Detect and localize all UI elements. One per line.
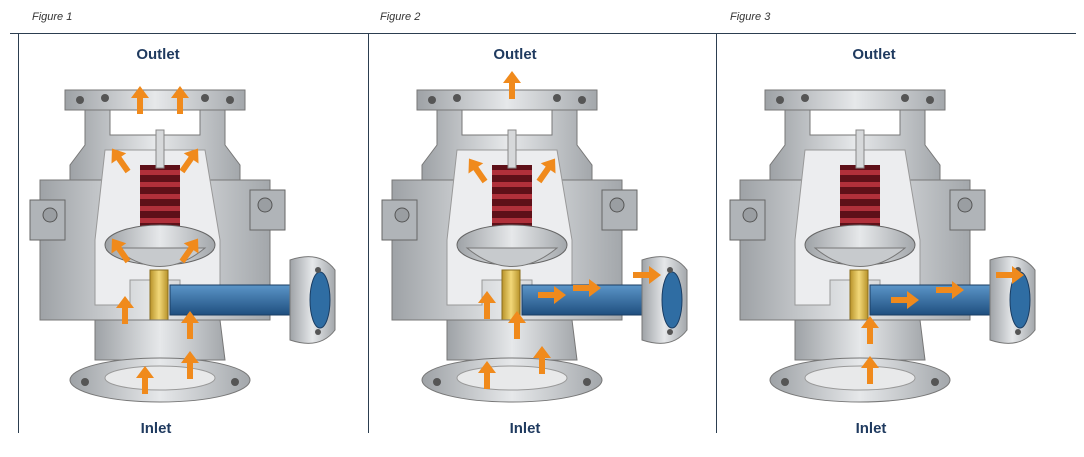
figure-2-caption: Figure 2 bbox=[380, 11, 421, 23]
figure-1-inlet-label: Inlet bbox=[140, 420, 172, 437]
figure-2-inlet-label: Inlet bbox=[509, 420, 541, 437]
divider-1 bbox=[368, 33, 369, 433]
figure-1-caption: Figure 1 bbox=[32, 11, 73, 23]
figure-3-inlet-label: Inlet bbox=[855, 420, 887, 437]
figure-1-outlet-label: Outlet bbox=[136, 46, 180, 63]
figure-2-valve-illustration bbox=[381, 71, 688, 403]
figure-1-valve-illustration bbox=[29, 86, 336, 403]
figure-3-valve-illustration bbox=[729, 89, 1036, 403]
figure-3-caption: Figure 3 bbox=[730, 11, 771, 23]
divider-2 bbox=[716, 33, 717, 433]
figure-2-outlet-label: Outlet bbox=[493, 46, 537, 63]
figure-3-outlet-label: Outlet bbox=[852, 46, 896, 63]
divider-left bbox=[18, 33, 19, 433]
header-rule bbox=[10, 33, 1076, 34]
